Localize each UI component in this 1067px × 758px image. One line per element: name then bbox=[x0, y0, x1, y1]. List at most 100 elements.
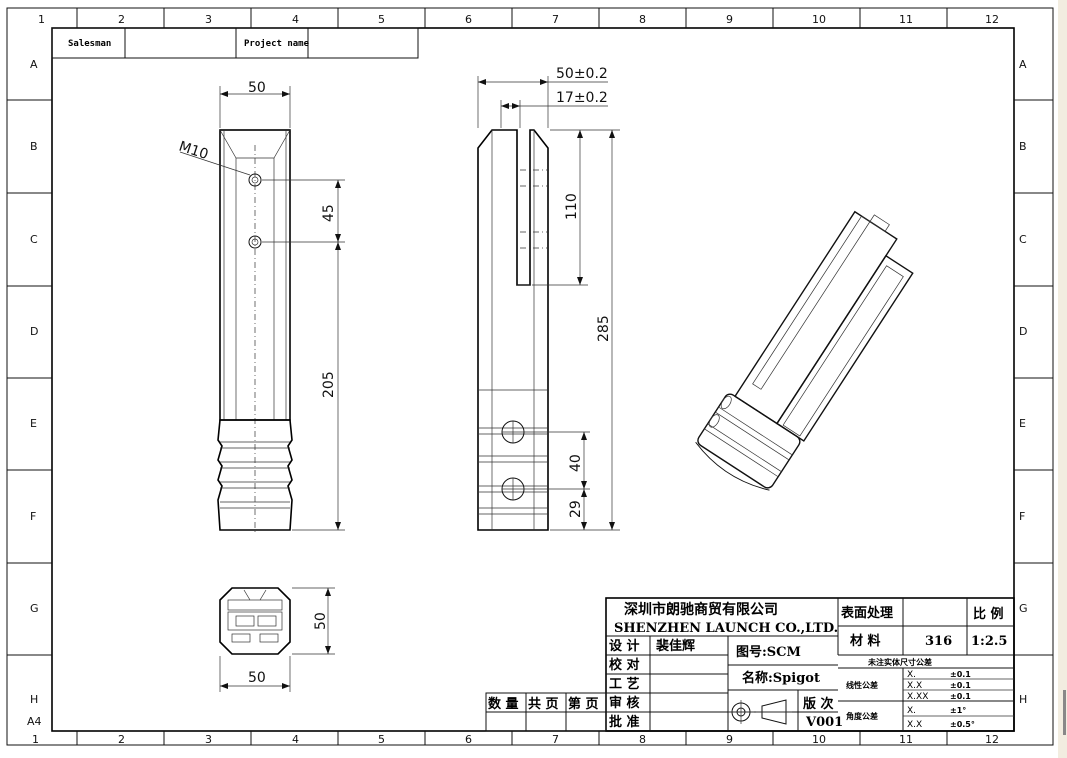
dim-slot-width: 17±0.2 bbox=[556, 90, 608, 106]
dim-hole-offset: 29 bbox=[568, 500, 584, 518]
col-label: 2 bbox=[118, 13, 125, 26]
tolerance-key: X. bbox=[907, 670, 916, 680]
row-label: E bbox=[30, 417, 37, 430]
row-label: B bbox=[30, 140, 38, 153]
part-name: 名称:Spigot bbox=[742, 670, 820, 686]
dim-side-width: 50±0.2 bbox=[556, 66, 608, 82]
grooved-base bbox=[217, 419, 293, 531]
row-label: G bbox=[30, 602, 39, 615]
col-label: 2 bbox=[118, 733, 125, 746]
surface-label: 表面处理 bbox=[840, 605, 893, 621]
row-label: A bbox=[1019, 58, 1027, 71]
drawing-number: 图号:SCM bbox=[736, 645, 801, 660]
tolerance-key: X.X bbox=[907, 720, 922, 730]
dim-bottom-width: 50 bbox=[248, 670, 266, 686]
col-label: 5 bbox=[378, 733, 385, 746]
row-labels: A B C D E F G H A4 A B C D E F G H bbox=[27, 58, 1028, 728]
col-label: 1 bbox=[38, 13, 45, 26]
material-value: 316 bbox=[925, 634, 952, 649]
row-label: F bbox=[1019, 510, 1025, 523]
scrollbar-handle[interactable] bbox=[1063, 690, 1066, 735]
sheet-size-label: A4 bbox=[27, 715, 42, 728]
col-label: 1 bbox=[32, 733, 39, 746]
m10-hole-upper bbox=[248, 173, 262, 187]
dim-total-height: 285 bbox=[596, 315, 612, 342]
col-label: 5 bbox=[378, 13, 385, 26]
column-ticks bbox=[76, 8, 948, 745]
review-label: 审 核 bbox=[609, 695, 640, 711]
col-label: 11 bbox=[899, 13, 913, 26]
dim-hole-spacing-side: 40 bbox=[568, 454, 584, 472]
col-label: 3 bbox=[205, 13, 212, 26]
tolerance-value: ±0.1 bbox=[950, 692, 971, 701]
title-block: 深圳市朗驰商贸有限公司 SHENZHEN LAUNCH CO.,LTD. 表面处… bbox=[485, 597, 1015, 732]
row-label: D bbox=[1019, 325, 1027, 338]
row-label: F bbox=[30, 510, 36, 523]
tolerance-key: X.X bbox=[907, 681, 922, 691]
bottom-view: 50 50 bbox=[219, 587, 335, 692]
tolerance-title: 未注实体尺寸公差 bbox=[867, 657, 932, 667]
col-label: 11 bbox=[899, 733, 913, 746]
projection-symbol-icon bbox=[728, 699, 792, 725]
version-value: V001 bbox=[805, 715, 843, 730]
col-label: 12 bbox=[985, 733, 999, 746]
col-label: 10 bbox=[812, 13, 826, 26]
angular-tolerance-label: 角度公差 bbox=[846, 711, 878, 721]
page-label: 第 页 bbox=[568, 696, 599, 712]
col-label: 9 bbox=[726, 733, 733, 746]
material-label: 材 料 bbox=[850, 633, 881, 649]
dim-hole-spacing: 45 bbox=[321, 204, 337, 222]
company-name-cn: 深圳市朗驰商贸有限公司 bbox=[624, 601, 778, 618]
design-label: 设 计 bbox=[609, 638, 640, 654]
row-ticks bbox=[7, 99, 1053, 656]
row-label: E bbox=[1019, 417, 1026, 430]
col-label: 9 bbox=[726, 13, 733, 26]
check-label: 校 对 bbox=[609, 657, 640, 673]
front-view: 50 M10 45 205 bbox=[177, 80, 345, 535]
isometric-view bbox=[695, 210, 914, 491]
hole-lower bbox=[248, 235, 262, 249]
salesman-label: Salesman bbox=[68, 39, 111, 49]
row-label: D bbox=[30, 325, 38, 338]
row-label: C bbox=[1019, 233, 1027, 246]
col-label: 8 bbox=[639, 13, 646, 26]
row-label: H bbox=[30, 693, 38, 706]
designer-name: 裴佳辉 bbox=[655, 638, 695, 654]
tolerance-value: ±0.1 bbox=[950, 670, 971, 679]
tolerance-value: ±1° bbox=[950, 706, 966, 715]
dim-bottom-height: 50 bbox=[313, 612, 329, 630]
dim-front-width: 50 bbox=[248, 80, 266, 96]
bottom-outline bbox=[219, 587, 291, 655]
col-label: 4 bbox=[292, 733, 299, 746]
tolerance-value: ±0.5° bbox=[950, 720, 975, 729]
process-label: 工 艺 bbox=[609, 676, 640, 692]
total-pages-label: 共 页 bbox=[528, 696, 559, 712]
row-label: B bbox=[1019, 140, 1027, 153]
approve-label: 批 准 bbox=[609, 714, 640, 730]
edge-strip bbox=[1058, 0, 1067, 758]
col-label: 6 bbox=[465, 13, 472, 26]
col-label: 4 bbox=[292, 13, 299, 26]
row-label: H bbox=[1019, 693, 1027, 706]
dim-lower-height: 205 bbox=[321, 371, 337, 398]
scale-label: 比 例 bbox=[973, 606, 1004, 622]
side-view: 50±0.2 17±0.2 110 285 40 29 bbox=[477, 66, 620, 531]
header-table: Salesman Project name bbox=[51, 27, 419, 59]
linear-tolerance-label: 线性公差 bbox=[846, 680, 878, 690]
company-name-en: SHENZHEN LAUNCH CO.,LTD. bbox=[614, 621, 838, 636]
project-name-label: Project name bbox=[244, 38, 310, 49]
version-label: 版 次 bbox=[803, 696, 834, 712]
outer-border bbox=[6, 7, 1054, 746]
col-label: 12 bbox=[985, 13, 999, 26]
tolerance-value: ±0.1 bbox=[950, 681, 971, 690]
row-label: C bbox=[30, 233, 38, 246]
tolerance-key: X. bbox=[907, 706, 916, 716]
column-labels: 1 2 3 4 5 6 7 8 9 10 11 12 1 2 3 4 5 6 7… bbox=[32, 13, 999, 746]
col-label: 7 bbox=[552, 13, 559, 26]
col-label: 7 bbox=[552, 733, 559, 746]
col-label: 10 bbox=[812, 733, 826, 746]
row-label: A bbox=[30, 58, 38, 71]
col-label: 8 bbox=[639, 733, 646, 746]
scale-value: 1:2.5 bbox=[971, 634, 1007, 649]
